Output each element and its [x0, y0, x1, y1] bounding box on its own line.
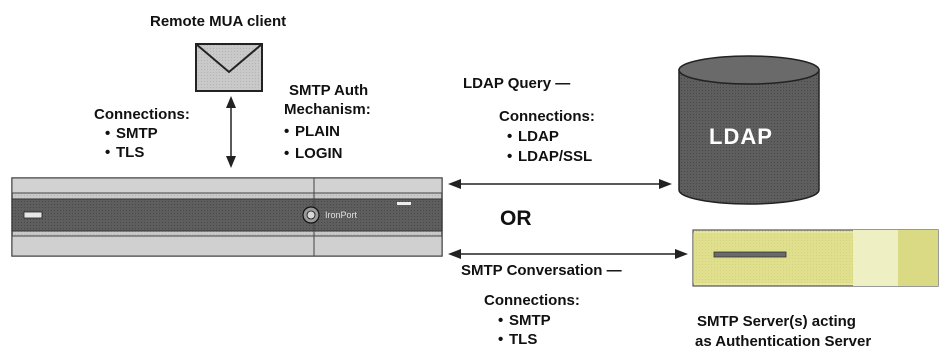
smtp-auth-title-line1: SMTP Auth — [289, 82, 369, 99]
ldap-server-label: LDAP — [709, 124, 773, 149]
smtp-connection-item: TLS — [498, 330, 551, 349]
smtp-server-caption-line1: SMTP Server(s) acting — [697, 313, 856, 330]
smtp-connections-list: SMTP TLS — [498, 311, 551, 349]
mua-connection-arrow — [226, 96, 236, 168]
ldap-connection-item: LDAP/SSL — [507, 147, 592, 167]
ldap-connections-list: LDAP LDAP/SSL — [507, 127, 592, 167]
ldap-connection-item: LDAP — [507, 127, 592, 147]
database-icon — [678, 55, 820, 205]
mua-client-title: Remote MUA client — [150, 13, 287, 30]
envelope-icon — [195, 43, 263, 92]
appliance-brand-label: IronPort — [325, 210, 358, 220]
smtp-conversation-label: SMTP Conversation — — [461, 262, 622, 279]
mua-connections-list: SMTP TLS — [105, 124, 158, 162]
smtp-auth-mechanism-list: PLAIN LOGIN — [284, 121, 343, 165]
ldap-query-label: LDAP Query — — [463, 75, 571, 92]
ldap-connections-label: Connections: — [499, 108, 595, 125]
smtp-auth-title-line2: Mechanism: — [284, 101, 371, 118]
smtp-auth-mechanism-item: LOGIN — [284, 143, 343, 165]
mua-connection-item: TLS — [105, 143, 158, 162]
mua-connection-item: SMTP — [105, 124, 158, 143]
smtp-connection-arrow — [448, 249, 688, 259]
server-icon — [692, 229, 939, 287]
separator-label: OR — [500, 207, 532, 230]
smtp-connection-item: SMTP — [498, 311, 551, 330]
mua-connections-label: Connections: — [94, 106, 190, 123]
appliance-icon — [11, 177, 443, 257]
smtp-connections-label: Connections: — [484, 292, 580, 309]
smtp-auth-mechanism-item: PLAIN — [284, 121, 343, 143]
smtp-server-caption-line2: as Authentication Server — [695, 333, 872, 350]
ldap-connection-arrow — [448, 179, 672, 189]
